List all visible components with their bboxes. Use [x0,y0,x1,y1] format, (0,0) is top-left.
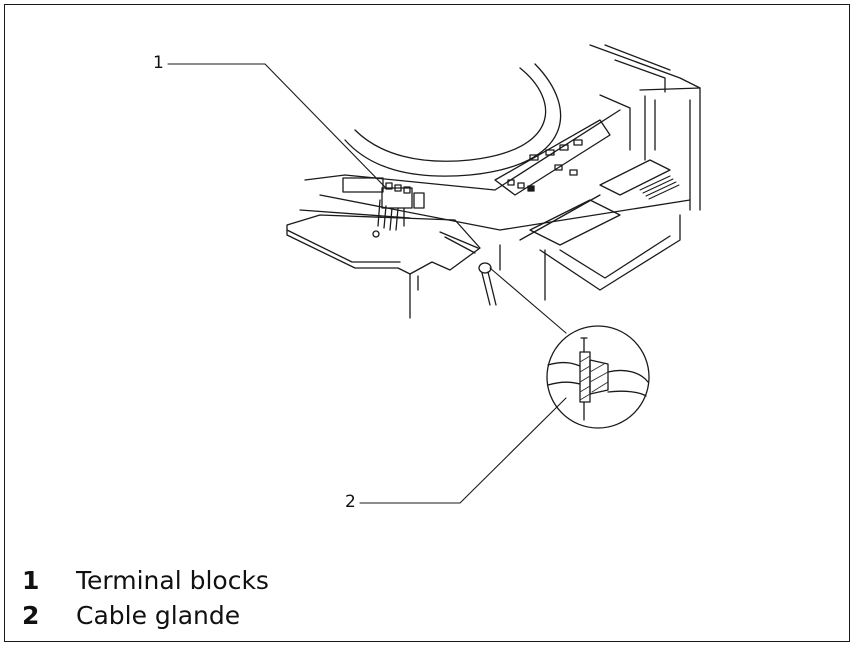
legend-item-1: 1 Terminal blocks [22,566,269,595]
leader-lines [167,63,567,504]
legend-number: 2 [22,601,40,630]
diagram-frame [4,4,850,642]
legend-label: Terminal blocks [76,566,269,595]
legend-item-2: 2 Cable glande [22,601,240,630]
legend-number: 1 [22,566,40,595]
callout-1: 1 [153,53,164,73]
side-trays [499,159,681,301]
legend-label: Cable glande [76,601,241,630]
callout-2: 2 [345,492,356,512]
detail-magnifier [546,325,650,429]
vent-grille [639,175,680,200]
control-panel [494,119,611,196]
cable-gland [478,262,497,306]
cover-plate [286,214,481,319]
lid-arcs [344,63,562,177]
housing-body [299,44,701,231]
terminal-blocks [342,177,425,231]
